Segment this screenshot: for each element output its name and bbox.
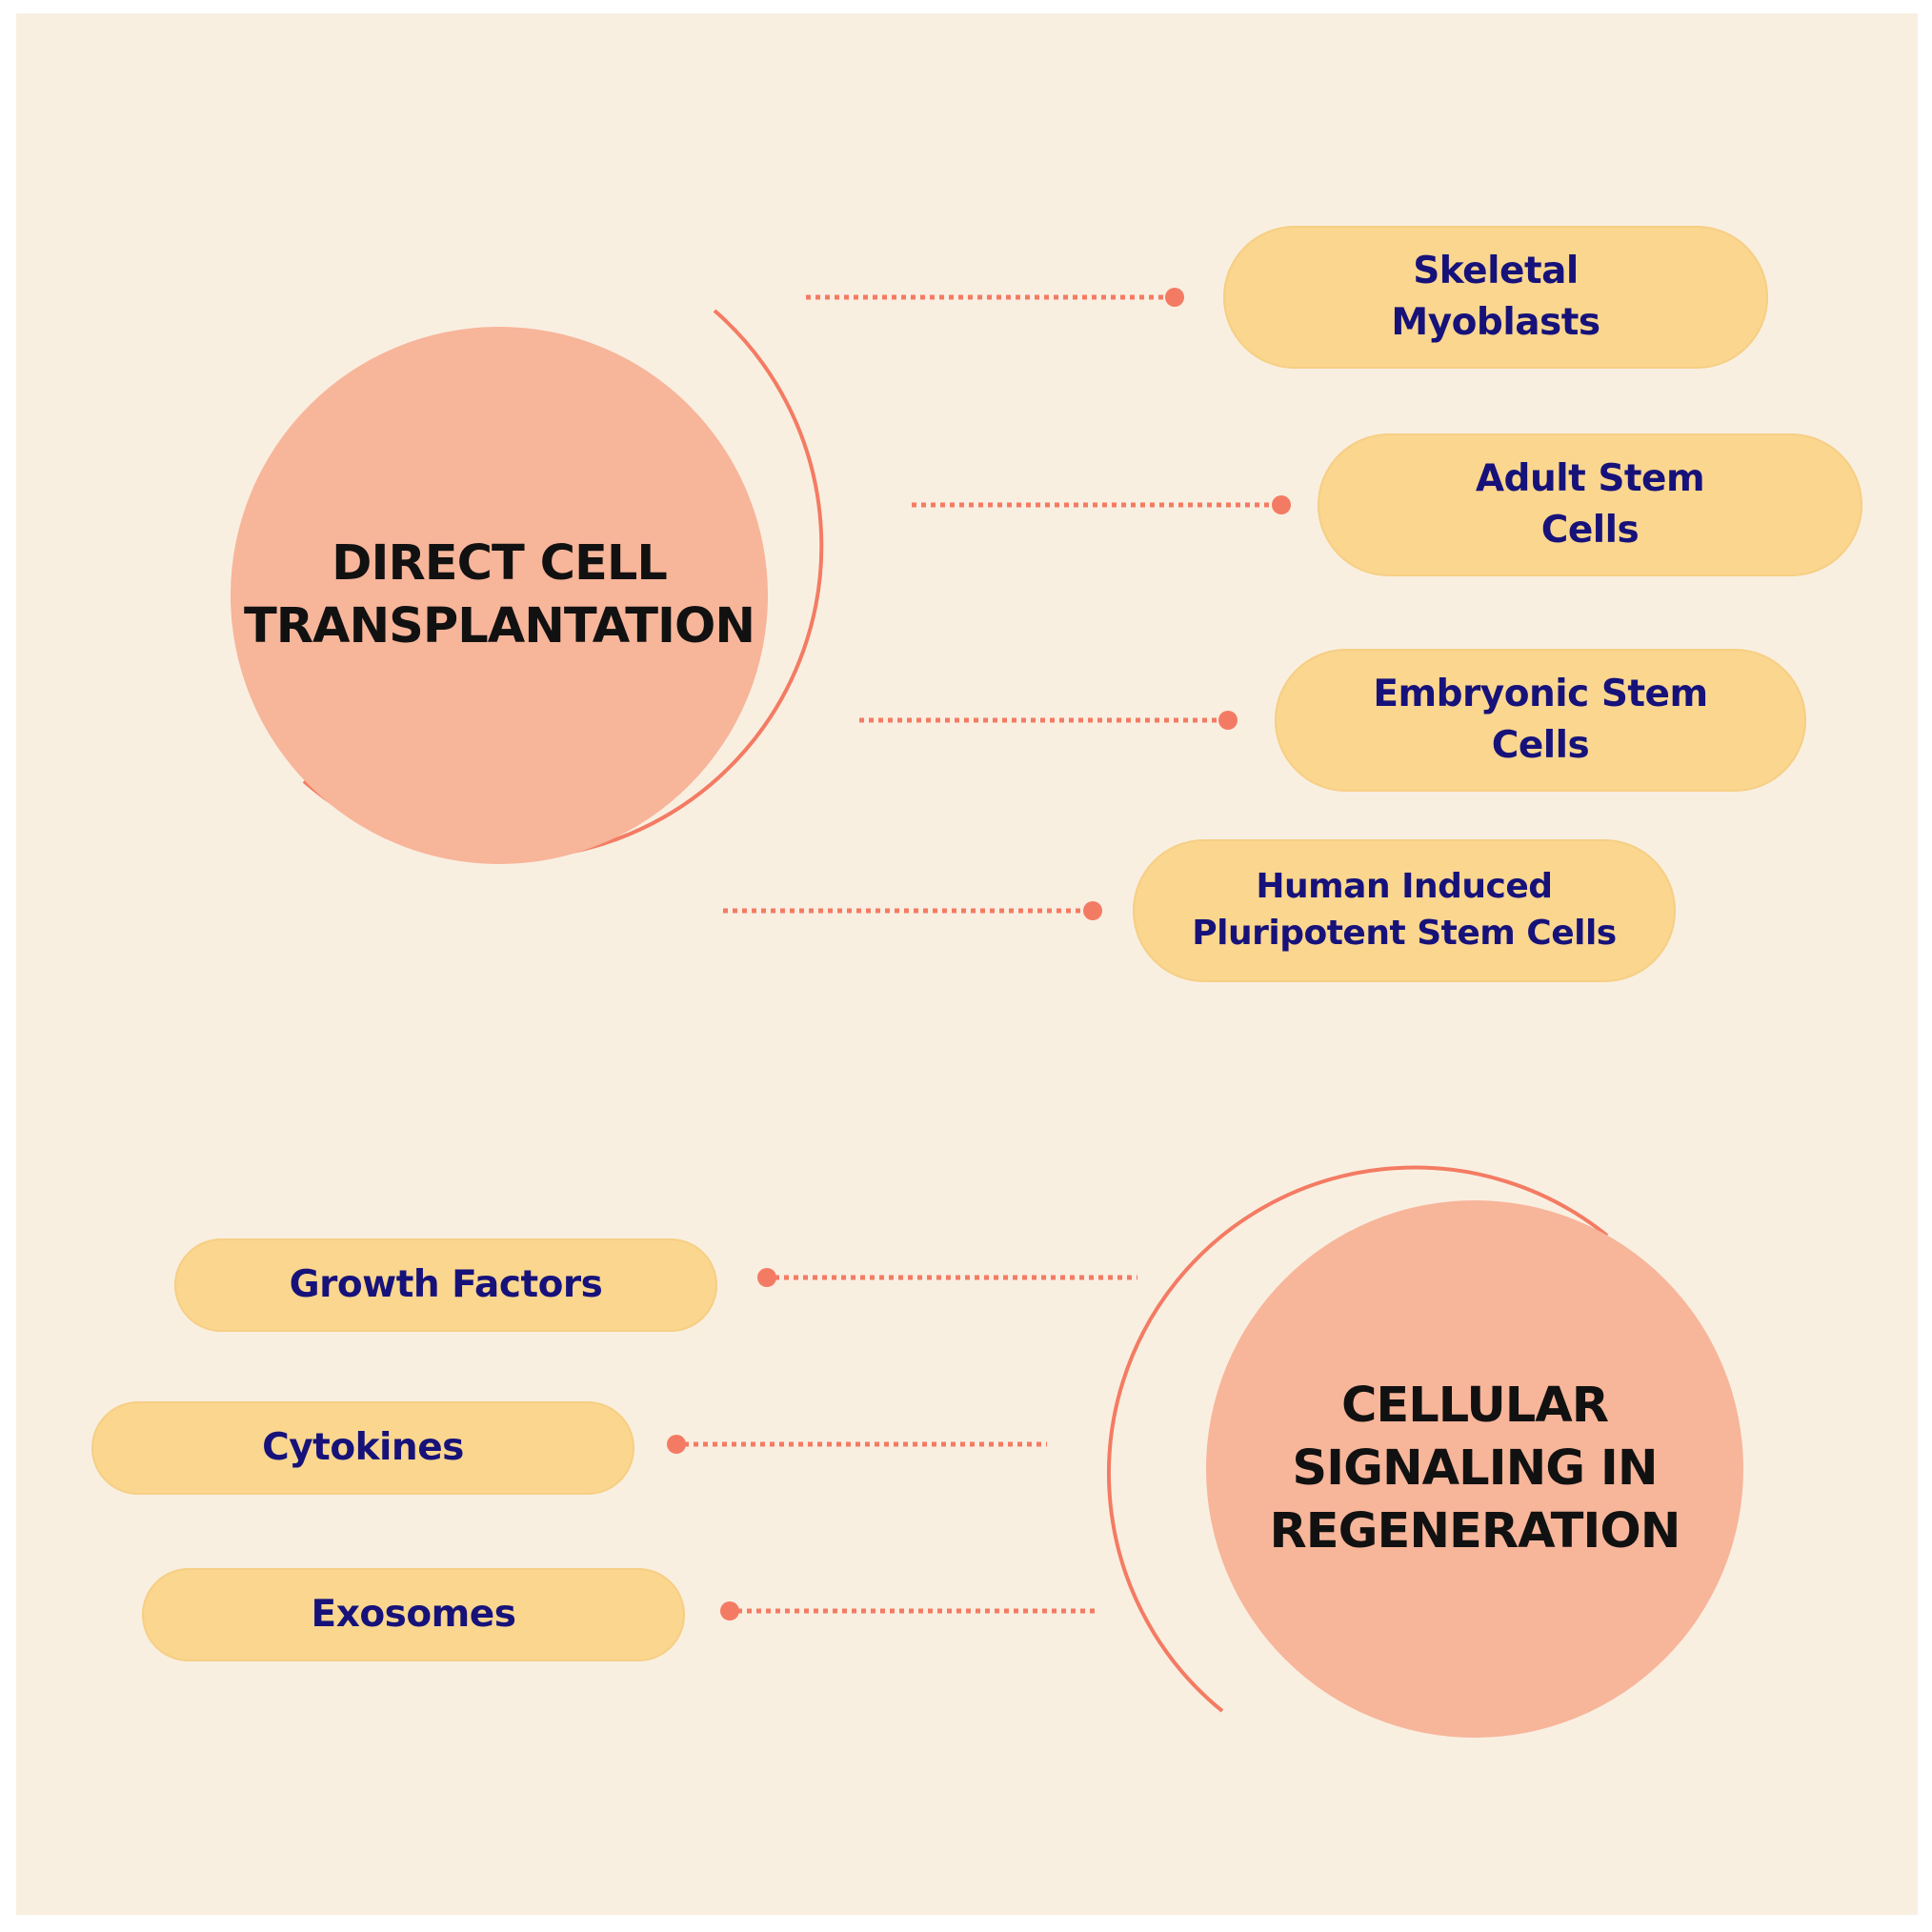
pill-label-line: Embryonic Stem xyxy=(1373,673,1708,716)
connector-layer xyxy=(302,288,1609,1713)
connector-dot-cytokines xyxy=(667,1435,686,1454)
pill-label-line: Myoblasts xyxy=(1391,301,1600,344)
pill-label-line: Skeletal xyxy=(1413,250,1579,293)
pill-exosomes: Exosomes xyxy=(142,1568,685,1661)
pill-label-line: Cells xyxy=(1491,724,1590,767)
pill-label-line: Cells xyxy=(1540,509,1640,552)
diagram-canvas: DIRECT CELL TRANSPLANTATION CELLULAR SIG… xyxy=(16,13,1918,1915)
hub-title-line: SIGNALING IN xyxy=(1292,1439,1658,1497)
pill-label: Exosomes xyxy=(311,1593,516,1637)
pill-cytokines: Cytokines xyxy=(91,1401,634,1495)
hub-title-line: DIRECT CELL xyxy=(332,534,668,592)
pill-adult-stem-cells: Adult Stem Cells xyxy=(1318,433,1862,576)
pill-embryonic-stem-cells: Embryonic Stem Cells xyxy=(1275,649,1806,792)
pill-growth-factors: Growth Factors xyxy=(174,1238,717,1332)
connector-dot-embryonic-stem-cells xyxy=(1218,711,1238,730)
connector-dot-skeletal-myoblasts xyxy=(1165,288,1184,307)
pill-human-induced-pluripotent-stem-cells: Human Induced Pluripotent Stem Cells xyxy=(1133,839,1676,982)
hub-title-line: REGENERATION xyxy=(1269,1503,1681,1560)
pill-label-line: Pluripotent Stem Cells xyxy=(1192,914,1617,953)
hub-direct-cell-transplantation: DIRECT CELL TRANSPLANTATION xyxy=(231,327,768,864)
hub-cellular-signaling: CELLULAR SIGNALING IN REGENERATION xyxy=(1206,1200,1743,1738)
hub-title-line: CELLULAR xyxy=(1340,1377,1609,1434)
hub-title-line: TRANSPLANTATION xyxy=(243,598,755,654)
bottom-hub-arc xyxy=(1107,1165,1609,1713)
connector-dot-adult-stem-cells xyxy=(1272,495,1291,514)
pill-label: Cytokines xyxy=(262,1426,464,1470)
connector-dot-growth-factors xyxy=(757,1268,776,1287)
pill-label: Growth Factors xyxy=(289,1263,603,1307)
connector-dot-human-induced-pluripotent xyxy=(1083,901,1102,920)
connector-dot-exosomes xyxy=(720,1601,739,1620)
pill-skeletal-myoblasts: Skeletal Myoblasts xyxy=(1223,226,1768,369)
pill-label-line: Adult Stem xyxy=(1475,457,1705,501)
pill-label-line: Human Induced xyxy=(1256,867,1553,907)
